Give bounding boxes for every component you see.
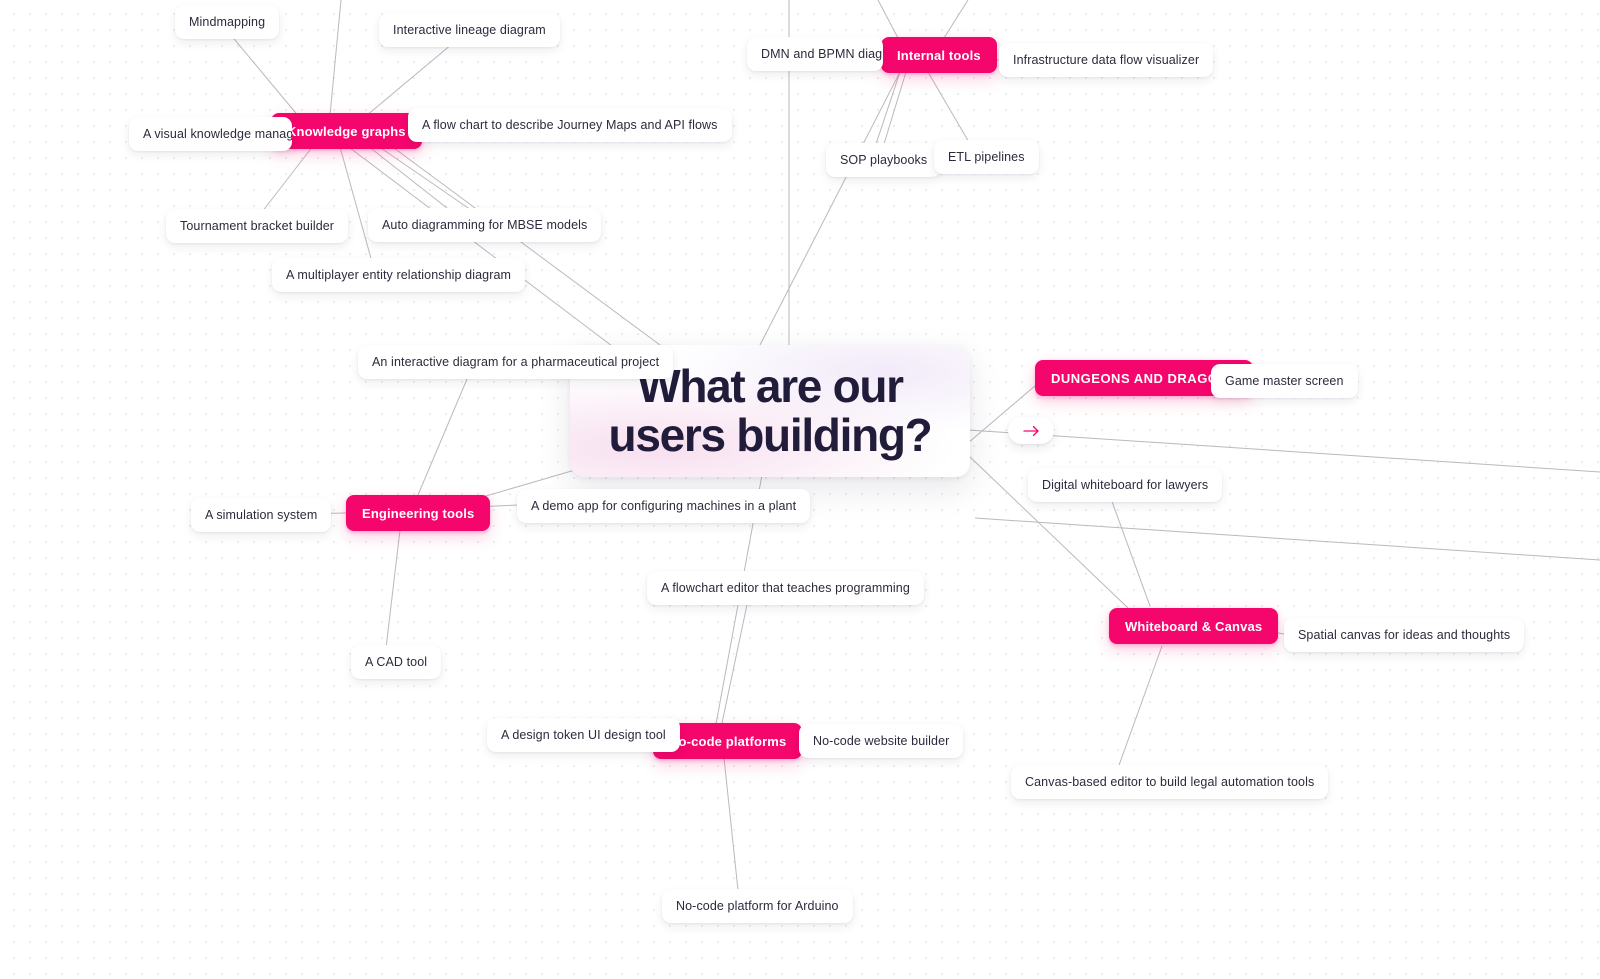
leaf-label-no-code-website-builder: No-code website builder (813, 734, 950, 748)
root-title: What are our users building? (583, 362, 958, 460)
leaf-label-visual-knowledge-management: A visual knowledge management (143, 127, 292, 141)
edge-long-diagonal-right (974, 517, 1600, 561)
root-title-line2: users building? (608, 409, 933, 461)
branch-node-engineering-tools[interactable]: Engineering tools (346, 495, 491, 531)
leaf-node-no-code-website-builder[interactable]: No-code website builder (799, 724, 964, 758)
leaf-label-canvas-legal-automation: Canvas-based editor to build legal autom… (1025, 775, 1315, 789)
leaf-node-mindmapping[interactable]: Mindmapping (175, 5, 280, 39)
leaf-node-dmn-bpmn-editor[interactable]: DMN and BPMN diagram edit (747, 37, 883, 71)
leaf-node-flow-chart-journey-maps[interactable]: A flow chart to describe Journey Maps an… (408, 108, 732, 142)
leaf-label-design-token-ui-tool: A design token UI design tool (501, 728, 666, 742)
leaf-node-spatial-canvas[interactable]: Spatial canvas for ideas and thoughts (1284, 618, 1525, 652)
leaf-node-cad-tool[interactable]: A CAD tool (351, 645, 442, 679)
edge-kg-auto-mbse (367, 145, 453, 213)
leaf-node-demo-app-machines[interactable]: A demo app for configuring machines in a… (517, 489, 811, 523)
edge-kg-mindmapping (229, 33, 301, 119)
leaf-label-demo-app-machines: A demo app for configuring machines in a… (531, 499, 797, 513)
edge-it-etl (927, 71, 971, 145)
leaf-node-tournament-bracket-builder[interactable]: Tournament bracket builder (166, 209, 349, 243)
leaf-label-dmn-bpmn-editor: DMN and BPMN diagram edit (761, 47, 883, 61)
leaf-node-multiplayer-erd[interactable]: A multiplayer entity relationship diagra… (272, 258, 526, 292)
expand-arrow-button[interactable] (1008, 417, 1054, 444)
leaf-node-game-master-screen[interactable]: Game master screen (1211, 364, 1358, 398)
leaf-label-interactive-lineage-diagram: Interactive lineage diagram (393, 23, 546, 37)
edge-nc-flowchart-teaches (721, 599, 749, 724)
leaf-node-etl-pipelines[interactable]: ETL pipelines (934, 140, 1039, 174)
edge-kg-interactive-lineage (365, 43, 453, 117)
edge-it-sop-2 (883, 71, 907, 145)
root-title-line1: What are our (637, 360, 904, 413)
leaf-node-flowchart-teaches-programming[interactable]: A flowchart editor that teaches programm… (647, 571, 924, 605)
leaf-label-infrastructure-data-flow: Infrastructure data flow visualizer (1013, 53, 1200, 67)
edge-kg-tournament (261, 145, 314, 213)
leaf-node-design-token-ui-tool[interactable]: A design token UI design tool (487, 718, 680, 752)
leaf-label-multiplayer-erd: A multiplayer entity relationship diagra… (286, 268, 512, 282)
leaf-label-simulation-system: A simulation system (205, 508, 318, 522)
leaf-node-pharmaceutical-project[interactable]: An interactive diagram for a pharmaceuti… (358, 345, 674, 379)
leaf-label-flow-chart-journey-maps: A flow chart to describe Journey Maps an… (422, 118, 718, 132)
leaf-label-digital-whiteboard-lawyers: Digital whiteboard for lawyers (1042, 478, 1209, 492)
edge-root-knowledge-graphs (349, 147, 621, 353)
leaf-node-infrastructure-data-flow[interactable]: Infrastructure data flow visualizer (999, 43, 1214, 77)
edge-kg-auto-mbse-2 (377, 145, 475, 213)
edge-kg-to-center (393, 147, 661, 346)
leaf-node-sop-playbooks[interactable]: SOP playbooks (826, 143, 942, 177)
leaf-label-cad-tool: A CAD tool (365, 655, 428, 669)
leaf-node-canvas-legal-automation[interactable]: Canvas-based editor to build legal autom… (1011, 765, 1329, 799)
leaf-node-digital-whiteboard-lawyers[interactable]: Digital whiteboard for lawyers (1028, 468, 1223, 502)
branch-label-internal-tools: Internal tools (897, 47, 981, 63)
branch-label-no-code-platforms: No-code platforms (669, 733, 787, 749)
edge-nc-arduino (723, 757, 739, 891)
edge-et-pharmaceutical (417, 371, 471, 496)
leaf-label-tournament-bracket-builder: Tournament bracket builder (180, 219, 335, 233)
branch-label-knowledge-graphs: Knowledge graphs (287, 123, 406, 139)
branch-node-whiteboard-canvas[interactable]: Whiteboard & Canvas (1109, 608, 1279, 644)
edge-root-rightedge (967, 429, 1600, 473)
leaf-node-no-code-arduino[interactable]: No-code platform for Arduino (662, 889, 853, 923)
edge-it-up-2 (943, 0, 969, 39)
leaf-label-mindmapping: Mindmapping (189, 15, 266, 29)
edge-root-internal-tools (759, 71, 901, 346)
branch-label-dungeons-and-dragons: DUNGEONS AND DRAGONS (1051, 370, 1238, 386)
leaf-label-no-code-arduino: No-code platform for Arduino (676, 899, 839, 913)
leaf-label-game-master-screen: Game master screen (1225, 374, 1344, 388)
leaf-node-auto-diagramming-mbse[interactable]: Auto diagramming for MBSE models (368, 208, 602, 242)
leaf-label-etl-pipelines: ETL pipelines (948, 150, 1025, 164)
edge-et-cad-tool (385, 529, 401, 649)
branch-label-whiteboard-canvas: Whiteboard & Canvas (1125, 618, 1263, 634)
edge-it-up-1 (877, 0, 899, 39)
leaf-label-auto-diagramming-mbse: Auto diagramming for MBSE models (382, 218, 588, 232)
branch-node-internal-tools[interactable]: Internal tools (881, 37, 997, 73)
leaf-node-visual-knowledge-management[interactable]: A visual knowledge management (129, 117, 292, 151)
edge-wb-digital-lawyers (1109, 495, 1151, 607)
leaf-node-simulation-system[interactable]: A simulation system (191, 498, 332, 532)
leaf-label-pharmaceutical-project: An interactive diagram for a pharmaceuti… (372, 355, 660, 369)
edge-kg-offscreen-top (329, 0, 342, 116)
leaf-label-spatial-canvas: Spatial canvas for ideas and thoughts (1298, 628, 1511, 642)
leaf-node-interactive-lineage-diagram[interactable]: Interactive lineage diagram (379, 13, 560, 47)
arrow-right-icon (1022, 425, 1040, 437)
branch-label-engineering-tools: Engineering tools (362, 505, 475, 521)
branch-node-knowledge-graphs[interactable]: Knowledge graphs (271, 113, 422, 149)
edge-it-sop (875, 71, 901, 145)
leaf-label-flowchart-teaches-programming: A flowchart editor that teaches programm… (661, 581, 910, 595)
leaf-label-sop-playbooks: SOP playbooks (840, 153, 928, 167)
edge-wb-canvas-legal (1117, 645, 1163, 769)
edge-kg-multiplayer-erd (339, 146, 373, 263)
